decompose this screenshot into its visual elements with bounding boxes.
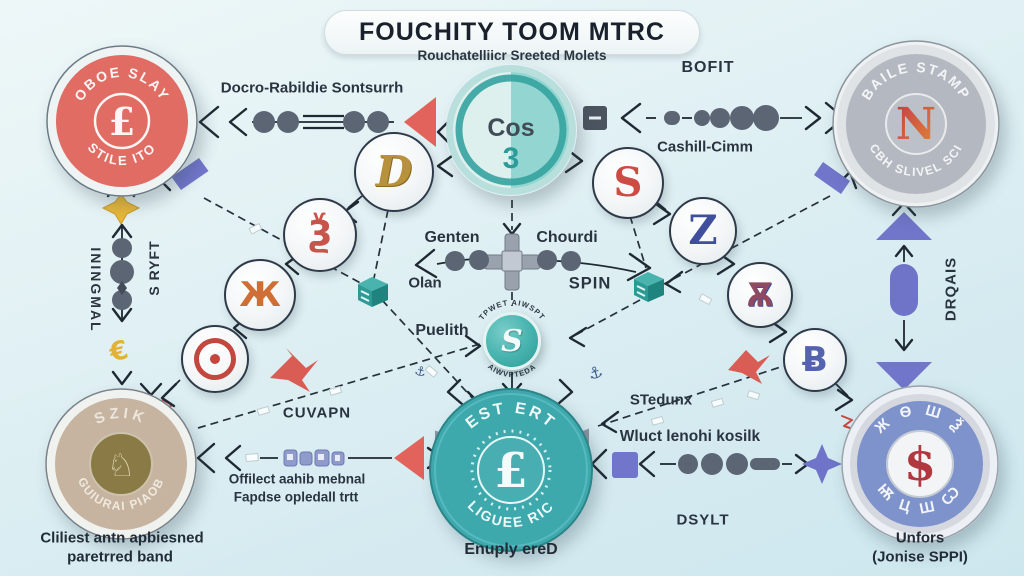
label-olan: Olan	[408, 274, 442, 292]
bottom-left-arrow	[196, 436, 444, 480]
node-crest: Ѫ	[727, 262, 793, 328]
node-z: Z	[669, 197, 737, 265]
coin-bottom-center-symbol: £	[494, 443, 527, 499]
label-cuvapn: CUVAPN	[282, 404, 352, 422]
caption-bottom-right-line2: (Jonise SPPI)	[872, 548, 968, 566]
origami-bird-right	[728, 344, 770, 384]
top-right-arrow	[583, 101, 846, 135]
node-s-coin: S	[483, 312, 541, 370]
label-chourdi: Chourdi	[536, 229, 598, 246]
node-red-s: S	[592, 147, 664, 219]
node-orange-mark: Ж	[224, 259, 296, 331]
label-cashill: Cashill-Cimm	[657, 138, 753, 156]
purple-sparkle	[802, 444, 842, 484]
purple-pill	[890, 264, 918, 316]
coin-top-left: OBOE SLAY STILE ITO £	[46, 45, 198, 197]
label-bofit: BOFIT	[681, 59, 735, 76]
page-title: FOUCHITY TOOM MTRC	[324, 10, 700, 55]
teal-cube-right	[634, 272, 664, 302]
euro-scribble: €	[106, 335, 132, 369]
label-left-vertical-outer: ININGMAL	[88, 247, 104, 333]
caption-bottom-left-line2: paretrred band	[67, 548, 173, 566]
label-puelih: Puelith	[415, 322, 469, 339]
decor-marks: ⚓ ⚓	[270, 272, 770, 392]
coin-bottom-right-symbol: $	[904, 437, 936, 491]
coin-bottom-left: SZIK GUIURAI PIAOB ♘	[45, 388, 197, 540]
coin-top-right: BAILE STAMP CBH SLIVEL SCI N	[832, 40, 1000, 208]
coin-bottom-center: EST ERT LIGUEE RIC £	[429, 388, 593, 552]
label-offilect-line1: Offilect aahib mebnal	[228, 471, 366, 487]
purple-parallelogram-left	[171, 158, 209, 190]
label-left-vertical-inner: S RYFT	[146, 240, 162, 296]
coin-top-center-word: Cos	[487, 114, 534, 142]
node-gold-d: D	[354, 132, 434, 212]
yellow-star	[101, 193, 141, 225]
label-right-vertical: DRQAIS	[942, 256, 960, 322]
top-left-arrow	[198, 97, 452, 147]
red-curl-glyph: Ѯ	[307, 214, 333, 255]
node-target	[181, 325, 249, 393]
anchor-icon-left: ⚓	[413, 363, 428, 380]
teal-cube-left	[358, 277, 388, 307]
label-wluct: Wluct lenohi kosilk	[619, 428, 761, 445]
caption-bottom-center: Enuply ereD	[464, 541, 558, 558]
node-b: Ƀ	[783, 328, 847, 392]
purple-parallelogram-right	[814, 162, 850, 194]
origami-bird-left	[270, 348, 318, 392]
gold-d-glyph: D	[375, 147, 413, 196]
coin-bottom-left-symbol: ♘	[107, 446, 136, 484]
coin-top-left-symbol: £	[109, 99, 135, 144]
page-subtitle: Rouchatelliicr Sreeted Molets	[417, 48, 607, 63]
right-diagonals	[564, 148, 854, 434]
crest-glyph: Ѫ	[746, 276, 774, 314]
red-triangle-bottom	[394, 436, 424, 480]
coin-top-center: Cos 3	[445, 64, 577, 196]
red-s-glyph: S	[613, 159, 643, 206]
z-glyph: Z	[688, 207, 718, 254]
purple-square	[612, 452, 638, 478]
target-icon	[190, 334, 240, 384]
label-docro: Docro-Rabildie Sontsurrh	[220, 79, 404, 97]
caption-bottom-right-line1: Unfors	[895, 529, 945, 547]
purple-triangle-up	[876, 212, 932, 240]
b-glyph: Ƀ	[802, 340, 828, 380]
blue-bead-cluster	[283, 449, 345, 467]
purple-triangle-down	[876, 362, 932, 390]
left-column: €	[101, 176, 177, 416]
anchor-icon-right: ⚓	[586, 361, 606, 384]
label-offilect-line2: Fapdse opledall trtt	[233, 489, 359, 505]
red-triangle-left	[404, 97, 436, 147]
caption-bottom-left-line1: Cliliest antn apbiesned	[40, 529, 204, 547]
coin-top-right-symbol: N	[896, 99, 936, 150]
label-dsylt: DSYLT	[676, 511, 730, 529]
orange-mark-glyph: Ж	[239, 275, 281, 315]
node-red-curl: Ѯ	[283, 198, 357, 272]
bottom-right-arrow	[590, 444, 864, 484]
label-genten: Genten	[424, 229, 480, 246]
coin-top-center-number: 3	[503, 142, 520, 175]
label-stedunx: STedunx	[629, 391, 693, 409]
s-coin-glyph: S	[501, 323, 523, 359]
coin-bottom-right: Ж Ѳ Ш Ѯ Ѭ Ц Ш Ѡ $	[841, 385, 999, 543]
label-spin: SPIN	[568, 274, 612, 293]
